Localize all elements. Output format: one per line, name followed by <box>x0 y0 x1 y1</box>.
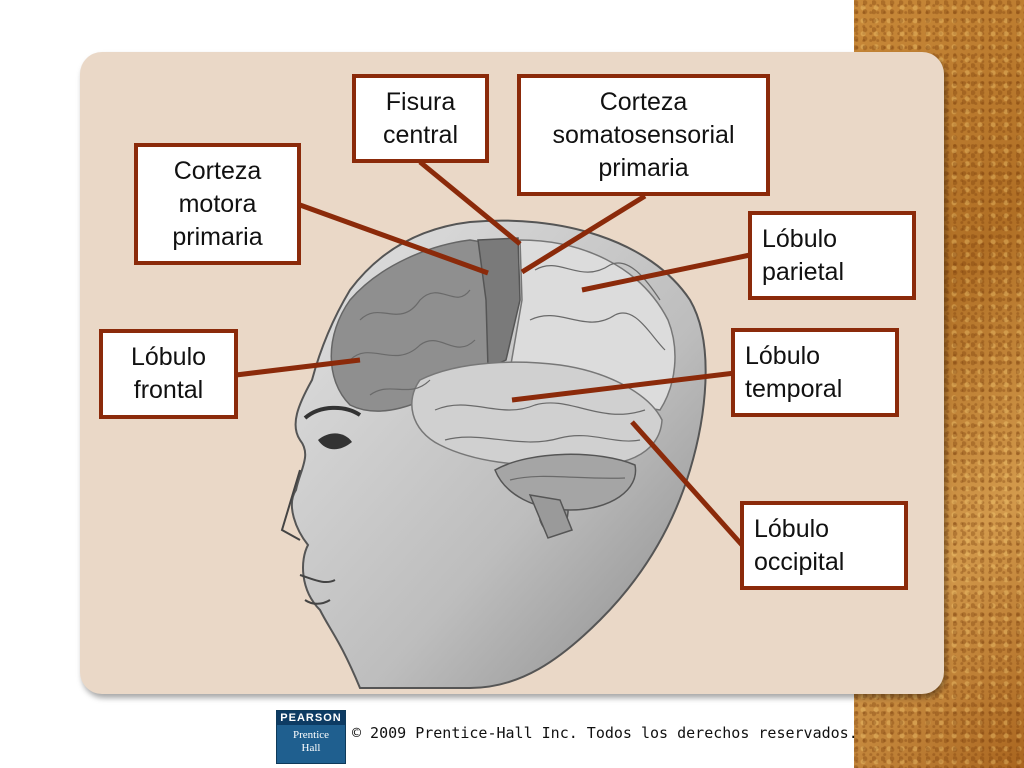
label-line: parietal <box>762 257 844 286</box>
leader-corteza-motora <box>299 202 489 276</box>
label-lobulo-frontal: Lóbulo frontal <box>99 329 238 419</box>
label-lobulo-parietal: Lóbulo parietal <box>748 211 916 300</box>
label-line: Corteza <box>599 87 688 116</box>
label-line: Lóbulo <box>130 343 207 371</box>
logo-imprint-line2: Hall <box>301 742 321 754</box>
label-lobulo-temporal: Lóbulo temporal <box>731 328 899 417</box>
nose-mouth <box>280 469 336 605</box>
label-corteza-motora: Corteza motora primaria <box>134 143 301 265</box>
logo-brand: PEARSON <box>277 711 345 725</box>
label-line: primaria <box>598 153 689 182</box>
label-line: temporal <box>745 374 843 403</box>
label-corteza-somatosensorial: Corteza somatosensorial primaria <box>517 74 770 196</box>
label-fisura-central: Fisura central <box>352 74 489 163</box>
label-line: Lóbulo <box>762 224 838 253</box>
label-line: Lóbulo <box>754 514 830 543</box>
eye <box>318 433 352 450</box>
label-line: Corteza <box>173 156 262 185</box>
logo-imprint-line1: Prentice <box>292 729 330 741</box>
label-line: frontal <box>133 376 204 404</box>
label-line: central <box>382 120 459 149</box>
motor-strip <box>477 237 521 370</box>
label-line: primaria <box>172 222 263 251</box>
pearson-logo: PEARSON Prentice Hall <box>276 710 346 764</box>
label-lobulo-occipital: Lóbulo occipital <box>740 501 908 590</box>
copyright-notice: © 2009 Prentice-Hall Inc. Todos los dere… <box>352 724 858 742</box>
leader-lobulo-parietal <box>581 252 751 293</box>
brainstem <box>528 494 573 539</box>
eyebrow <box>303 405 362 420</box>
brain-gyri <box>349 262 666 481</box>
leader-lobulo-frontal <box>235 357 361 378</box>
leader-corteza-somatosensorial <box>520 193 647 275</box>
leader-lobulo-temporal <box>511 370 736 403</box>
leader-lines <box>235 160 751 547</box>
label-line: occipital <box>754 547 845 576</box>
leader-lobulo-occipital <box>630 420 744 547</box>
label-line: somatosensorial <box>552 120 735 149</box>
label-line: motora <box>178 189 257 218</box>
leader-fisura-central <box>418 160 522 246</box>
label-line: Lóbulo <box>745 341 821 370</box>
label-line: Fisura <box>385 87 456 116</box>
